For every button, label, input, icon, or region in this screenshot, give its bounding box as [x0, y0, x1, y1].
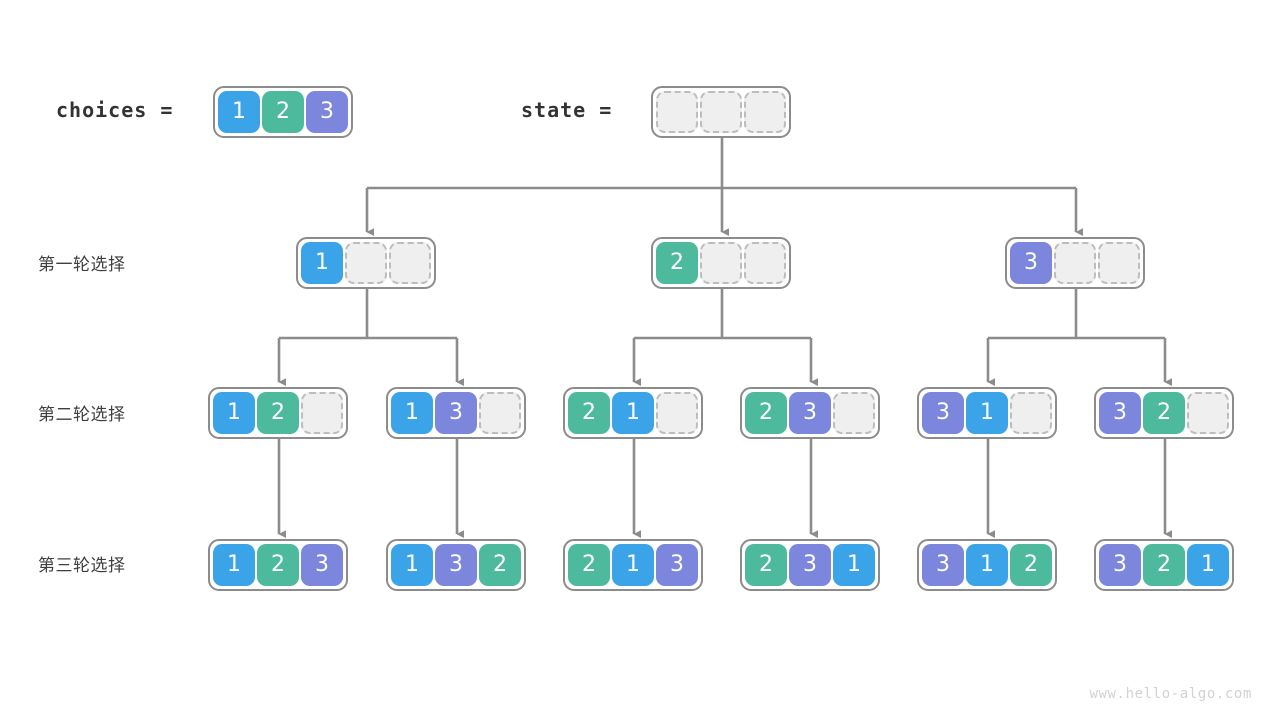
- state-label: state =: [521, 98, 613, 122]
- array-cell-value: 1: [966, 392, 1008, 434]
- array-cell-value: 2: [745, 392, 787, 434]
- array-cell-value: 2: [1010, 544, 1052, 586]
- array-cell-value: 2: [479, 544, 521, 586]
- state-array: [651, 86, 791, 138]
- array-cell-value: 3: [922, 544, 964, 586]
- array-cell-empty: [1010, 392, 1052, 434]
- array-cell-empty: [744, 242, 786, 284]
- array-cell-value: 3: [789, 544, 831, 586]
- array-cell-value: 3: [301, 544, 343, 586]
- array-cell-value: 1: [391, 392, 433, 434]
- array-cell-value: 2: [262, 91, 304, 133]
- array-cell-empty: [833, 392, 875, 434]
- array-cell-value: 1: [218, 91, 260, 133]
- array-cell-empty: [656, 392, 698, 434]
- array-cell-value: 2: [656, 242, 698, 284]
- array-cell-value: 2: [1143, 544, 1185, 586]
- array-cell-value: 1: [213, 544, 255, 586]
- array-cell-value: 1: [612, 392, 654, 434]
- array-cell-value: 1: [391, 544, 433, 586]
- array-cell-empty: [389, 242, 431, 284]
- array-cell-value: 3: [789, 392, 831, 434]
- array-cell-value: 3: [922, 392, 964, 434]
- array-cell-value: 2: [1143, 392, 1185, 434]
- array-cell-value: 3: [435, 544, 477, 586]
- array-cell-value: 3: [1010, 242, 1052, 284]
- array-cell-value: 1: [966, 544, 1008, 586]
- row-label-round-1: 第一轮选择: [38, 255, 126, 275]
- array-cell-empty: [700, 242, 742, 284]
- tree-node-level1-1: 2: [651, 237, 791, 289]
- array-cell-value: 2: [568, 392, 610, 434]
- array-cell-value: 1: [833, 544, 875, 586]
- array-cell-value: 3: [306, 91, 348, 133]
- array-cell-value: 3: [1099, 392, 1141, 434]
- array-cell-value: 2: [745, 544, 787, 586]
- array-cell-empty: [656, 91, 698, 133]
- array-cell-value: 2: [257, 392, 299, 434]
- array-cell-empty: [301, 392, 343, 434]
- array-cell-empty: [345, 242, 387, 284]
- tree-node-level1-2: 3: [1005, 237, 1145, 289]
- array-cell-value: 3: [435, 392, 477, 434]
- array-cell-empty: [1187, 392, 1229, 434]
- array-cell-empty: [1054, 242, 1096, 284]
- array-cell-value: 1: [612, 544, 654, 586]
- array-cell-value: 1: [1187, 544, 1229, 586]
- row-label-round-2: 第二轮选择: [38, 405, 126, 425]
- tree-node-level1-0: 1: [296, 237, 436, 289]
- array-cell-value: 2: [257, 544, 299, 586]
- array-cell-value: 1: [213, 392, 255, 434]
- choices-label: choices =: [56, 98, 174, 122]
- array-cell-value: 1: [301, 242, 343, 284]
- array-cell-value: 2: [568, 544, 610, 586]
- array-cell-empty: [1098, 242, 1140, 284]
- array-cell-value: 3: [656, 544, 698, 586]
- row-label-round-3: 第三轮选择: [38, 556, 126, 576]
- array-cell-empty: [700, 91, 742, 133]
- array-cell-empty: [744, 91, 786, 133]
- watermark: www.hello-algo.com: [1089, 686, 1252, 702]
- array-cell-empty: [479, 392, 521, 434]
- array-cell-value: 3: [1099, 544, 1141, 586]
